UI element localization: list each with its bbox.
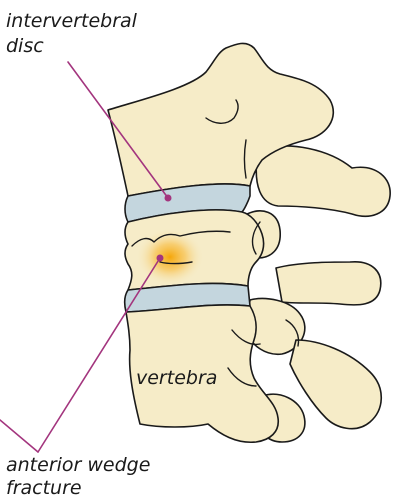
spinous-process-upper	[256, 146, 390, 216]
fracture-leader-line-tail	[0, 420, 38, 452]
disc-leader-dot	[165, 195, 172, 202]
fracture-leader-dot	[157, 255, 164, 262]
anterior-wedge-fracture-label-line2: fracture	[6, 478, 82, 498]
spinous-process-middle	[276, 262, 381, 305]
fracture-glow	[136, 228, 204, 286]
intervertebral-disc-label-line2: disc	[6, 36, 44, 56]
vertebra-label: vertebra	[136, 368, 217, 388]
anterior-wedge-fracture-label: anterior wedge	[6, 455, 150, 475]
intervertebral-disc-label: intervertebral	[6, 11, 137, 31]
